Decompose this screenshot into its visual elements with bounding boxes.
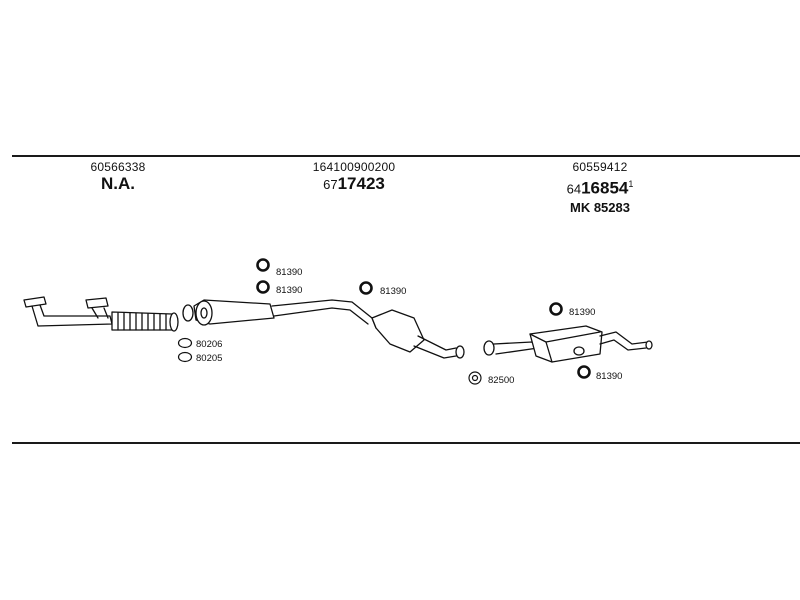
middle-silencer-part <box>182 299 465 359</box>
clamp-ring-icon <box>577 365 591 379</box>
gasket-label: 80205 <box>196 353 222 364</box>
top-divider <box>12 155 800 157</box>
ref-number: 164100900200 <box>312 160 396 174</box>
clamp-ring-icon <box>549 302 563 316</box>
hanger <box>468 371 482 385</box>
clamp-ring-icon <box>256 258 270 272</box>
part-prefix: 67 <box>323 177 338 192</box>
clamp-label: 81390 <box>276 267 302 278</box>
clamp-ring-icon <box>359 281 373 295</box>
clamp-label: 81390 <box>569 307 595 318</box>
ref-number: 60559412 <box>572 160 628 174</box>
ref-number: 60566338 <box>90 160 146 174</box>
gasket-label: 80206 <box>196 339 222 350</box>
group-rear-silencer: 60559412 64168541 MK 85283 <box>500 160 700 216</box>
front-pipe-part <box>23 296 179 332</box>
part-main: 17423 <box>337 174 385 193</box>
group-front-pipe: 60566338 N.A. <box>18 160 218 194</box>
part-number: N.A. <box>101 174 135 193</box>
gaskets <box>177 337 193 363</box>
clamp-label: 81390 <box>596 371 622 382</box>
bottom-divider <box>12 442 800 444</box>
clamp-ring-icon <box>256 280 270 294</box>
rubber-hanger-hole <box>471 374 479 382</box>
part-superscript: 1 <box>628 179 634 189</box>
rear-silencer-part <box>483 325 653 363</box>
part-number: 6717423 <box>254 174 454 195</box>
group-middle-silencer: 164100900200 6717423 <box>254 160 454 195</box>
clamp-label: 81390 <box>380 286 406 297</box>
gasket-icon <box>177 337 193 349</box>
part-main: 16854 <box>581 178 629 198</box>
part-prefix: 64 <box>566 181 582 197</box>
clamp-rings <box>256 258 591 379</box>
clamp-label: 81390 <box>276 285 302 296</box>
part-number: 64168541 <box>500 174 700 200</box>
hanger-label: 82500 <box>488 375 514 386</box>
mk-number: MK 85283 <box>570 199 630 215</box>
gasket-icon <box>177 351 193 363</box>
